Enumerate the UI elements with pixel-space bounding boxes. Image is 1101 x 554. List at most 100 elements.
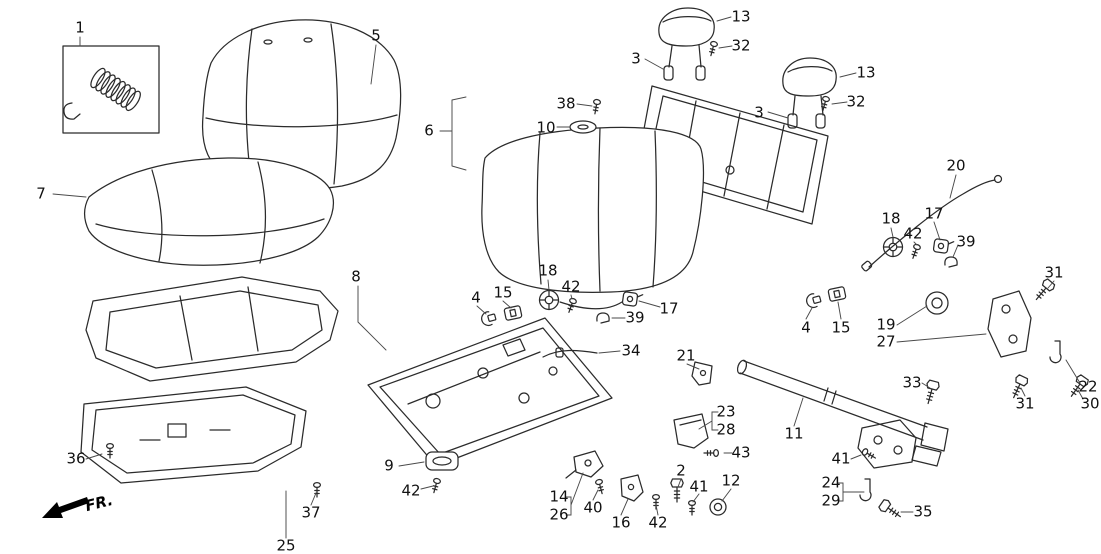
foot-screw-37: [312, 481, 322, 498]
callout-8-17: 8: [351, 267, 361, 286]
screw-38: [590, 98, 602, 116]
latch-plate-10: [569, 120, 597, 134]
callout-3-7: 3: [754, 103, 764, 122]
hook-22: [1049, 340, 1062, 364]
spring-kit: [62, 45, 160, 134]
latch-17-left: [621, 290, 644, 308]
callout-43-38: 43: [731, 443, 751, 462]
callout-19-27: 19: [876, 315, 896, 334]
callout-6-10: 6: [424, 121, 434, 140]
headrest-guide-3a: [663, 65, 674, 81]
callout-3-4: 3: [631, 49, 641, 68]
callout-13-2: 13: [731, 7, 751, 26]
callout-32-6: 32: [846, 92, 866, 111]
back-board-panel: [367, 317, 613, 467]
callout-41-50: 41: [689, 477, 709, 496]
callout-4-25: 4: [801, 318, 811, 337]
callout-15-21: 15: [493, 283, 513, 302]
screw-42-right: [909, 242, 922, 261]
grommet-12: [709, 498, 727, 516]
screw-41-right: [860, 447, 878, 462]
latch-17-right: [932, 237, 955, 255]
callout-35-55: 35: [913, 502, 933, 521]
callout-23-35: 23: [716, 402, 736, 421]
callout-34-29: 34: [621, 341, 641, 360]
seat-back-cover: [201, 19, 402, 197]
callout-39-22: 39: [625, 308, 645, 327]
headrest-right: [782, 57, 837, 129]
callout-4-20: 4: [471, 288, 481, 307]
leader-lines: [52, 16, 1084, 539]
clamp-4-right: [804, 291, 823, 310]
callout-39-16: 39: [956, 232, 976, 251]
screw-41-center: [687, 499, 697, 516]
callout-31-24: 31: [1044, 263, 1064, 282]
callout-30-33: 30: [1080, 394, 1100, 413]
clip-39-left: [596, 312, 610, 324]
callout-26-45: 26: [549, 505, 569, 524]
callout-29-54: 29: [821, 491, 841, 510]
seat-back-pad: [481, 98, 705, 293]
callout-10-9: 10: [536, 118, 556, 137]
callout-20-12: 20: [946, 156, 966, 175]
cover-23-28: [673, 413, 709, 449]
callout-14-44: 14: [549, 487, 569, 506]
callout-18-18: 18: [538, 261, 558, 280]
knob-18-right: [882, 236, 904, 258]
callout-42-41: 42: [401, 481, 421, 500]
callout-42-14: 42: [903, 224, 923, 243]
callout-2-49: 2: [676, 461, 686, 480]
callout-22-32: 22: [1078, 377, 1098, 396]
screw-42-left: [565, 296, 578, 315]
bracket-16: [620, 474, 644, 502]
striker-15-right: [827, 285, 847, 303]
callout-32-3: 32: [731, 36, 751, 55]
screw-42-bottom-left: [429, 477, 442, 495]
callout-42-48: 42: [648, 513, 668, 532]
release-cable: [861, 174, 1003, 272]
callout-18-13: 18: [881, 209, 901, 228]
pipe-11: [736, 359, 949, 452]
callout-40-46: 40: [583, 498, 603, 517]
callout-15-26: 15: [831, 318, 851, 337]
bolt-33: [921, 379, 941, 406]
latch-handle-9: [425, 451, 459, 471]
cable-34: [542, 347, 598, 358]
callout-21-30: 21: [676, 346, 696, 365]
callout-16-47: 16: [611, 513, 631, 532]
washer-19: [925, 291, 949, 315]
callout-28-36: 28: [716, 420, 736, 439]
hook-24-29: [859, 478, 872, 502]
callout-33-31: 33: [902, 373, 922, 392]
mount-assembly-right: [857, 419, 942, 523]
cushion-pad: [85, 276, 339, 382]
latch-bracket-14-26: [565, 450, 604, 479]
callout-11-37: 11: [784, 424, 804, 443]
bolt-31-top: [1030, 277, 1057, 305]
callout-17-15: 17: [924, 204, 944, 223]
under-panel: [80, 386, 322, 498]
clamp-4-left: [479, 309, 498, 328]
clip-39-right: [944, 256, 958, 268]
callout-38-8: 38: [556, 94, 576, 113]
callout-9-40: 9: [384, 456, 394, 475]
headrest-left: [658, 7, 719, 81]
screw-32a: [706, 40, 719, 58]
callout-27-28: 27: [876, 332, 896, 351]
callout-1-0: 1: [75, 18, 85, 37]
callout-17-23: 17: [659, 299, 679, 318]
bracket-21: [691, 361, 713, 386]
callout-13-5: 13: [856, 63, 876, 82]
screw-43: [703, 448, 720, 458]
bolt-2: [670, 478, 684, 503]
seat-cushion: [83, 157, 334, 266]
hinge-group: [925, 290, 1091, 401]
callout-7-11: 7: [36, 184, 46, 203]
striker-15-left: [503, 304, 523, 322]
fr-arrow-icon: [42, 497, 89, 518]
callout-25-43: 25: [276, 536, 296, 554]
callout-5-1: 5: [371, 26, 381, 45]
callout-31-34: 31: [1015, 394, 1035, 413]
knob-18-left: [538, 289, 560, 311]
